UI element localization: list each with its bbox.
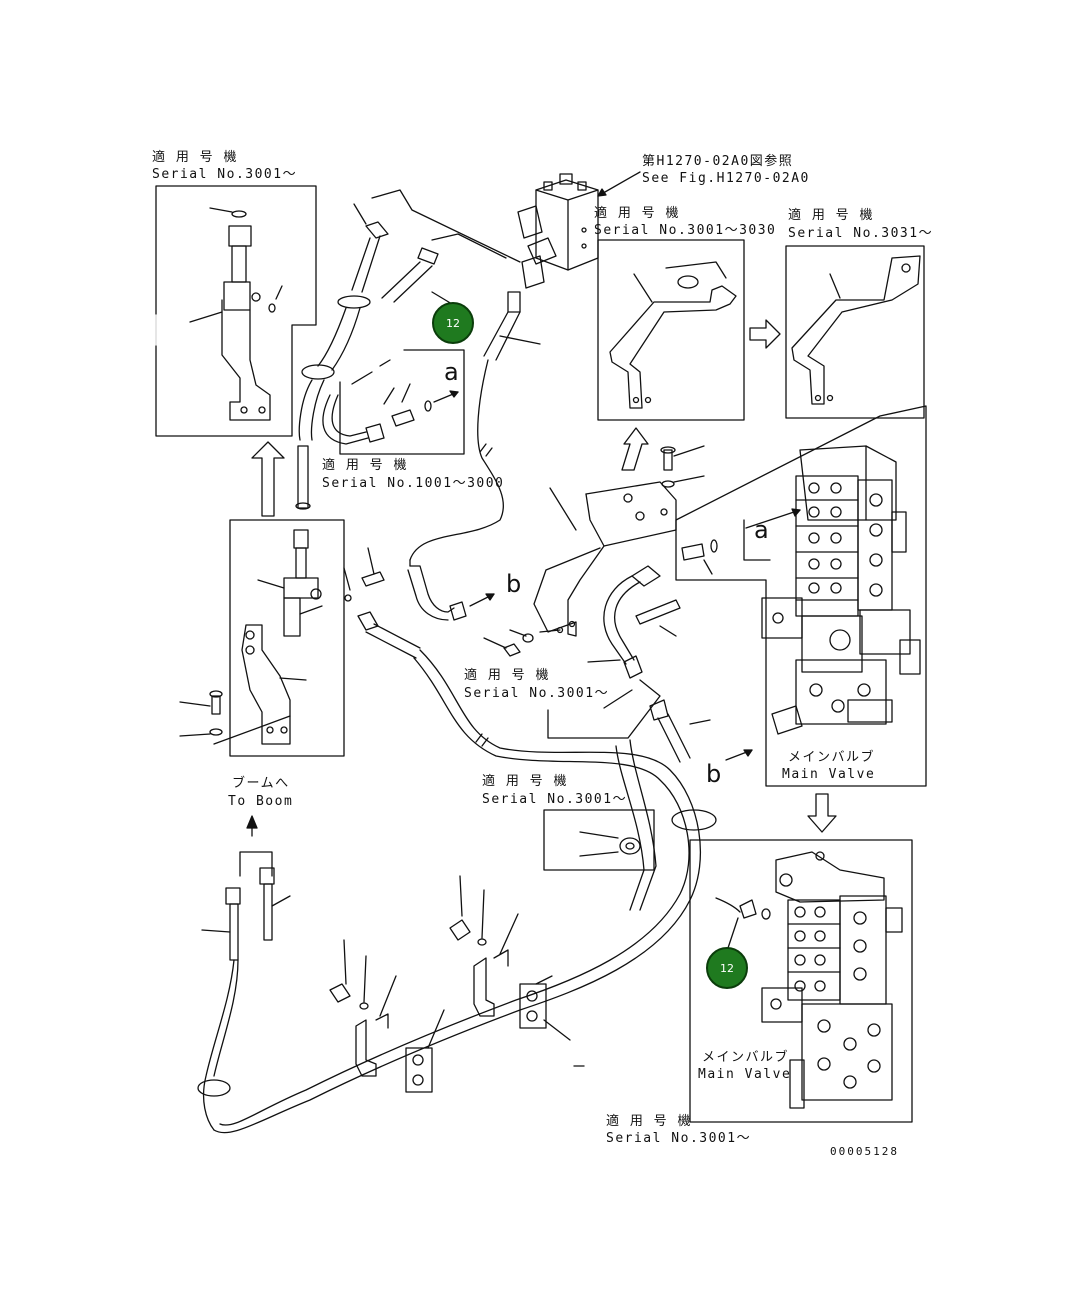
hose-long [214, 612, 700, 1133]
part-callout-12-top[interactable]: 12 [432, 302, 474, 344]
part-callout-12-bottom[interactable]: 12 [706, 947, 748, 989]
bracket-3001-3030 [610, 262, 736, 408]
serial-label-en-1001-3000: Serial No.1001～3000 [322, 476, 505, 491]
marker-b-valve: b [706, 760, 722, 788]
arrow-up-bracket [622, 428, 648, 470]
serial-label-en-top-left: Serial No.3001～ [152, 167, 298, 182]
serial-label-jp-low: 適 用 号 機 [482, 774, 568, 789]
arrow-up-left [252, 442, 284, 516]
serial-label-en-3001-3030: Serial No.3001～3030 [594, 223, 777, 238]
serial-label-en-mid: Serial No.3001～ [464, 686, 610, 701]
inset-frame-top-left [156, 186, 316, 436]
marker-a-hose: a [444, 358, 459, 386]
inset-frame-main-valve-upper [676, 406, 926, 786]
serial-label-en-3031: Serial No.3031～ [788, 226, 934, 241]
serial-label-jp-mid: 適 用 号 機 [464, 668, 550, 683]
drawing-number: 00005128 [830, 1145, 899, 1158]
serial-label-en-low: Serial No.3001～ [482, 792, 628, 807]
inset-frame-3001-3030 [598, 240, 744, 420]
hose-a-detail [323, 360, 458, 444]
serial-label-jp-3031: 適 用 号 機 [788, 208, 874, 223]
hoses-top [299, 190, 540, 566]
inset-frame-main-valve-lower [690, 840, 912, 1122]
bracket-mid-left [180, 446, 384, 744]
main-valve-upper [682, 446, 920, 734]
main-valve-lower [716, 852, 902, 1108]
boom-hoses [198, 816, 290, 1130]
serial-label-en-bottom: Serial No.3001～ [606, 1131, 752, 1146]
main-valve-label-jp-lower: メインバルブ [702, 1050, 790, 1065]
inset-frame-3031 [786, 246, 924, 418]
to-boom-label-en: To Boom [228, 794, 294, 809]
to-boom-label-jp: ブームへ [232, 776, 290, 791]
inset-frame-a [340, 350, 464, 454]
marker-a-valve: a [754, 516, 769, 544]
inset-frame-low-center [544, 810, 654, 870]
grommet-low [580, 832, 640, 856]
hoses-center [588, 566, 752, 910]
serial-label-jp-3001-3030: 適 用 号 機 [594, 206, 680, 221]
bracket-3031 [792, 256, 920, 404]
arrow-down-main-valve [808, 794, 836, 832]
serial-label-jp-bottom: 適 用 号 機 [606, 1114, 692, 1129]
see-fig-label-en: See Fig.H1270-02A0 [642, 171, 810, 186]
inset-frame-mid-center [548, 680, 660, 738]
serial-label-jp-1001-3000: 適 用 号 機 [322, 458, 408, 473]
see-fig-label-jp: 第H1270-02A0図参照 [642, 154, 794, 169]
clamps-bottom [330, 876, 584, 1092]
bracket-center [484, 446, 704, 656]
marker-b-hose: b [506, 570, 522, 598]
main-valve-label-en-upper: Main Valve [782, 767, 876, 782]
inset-frame-mid-left [230, 520, 344, 756]
main-valve-label-en-lower: Main Valve [698, 1067, 792, 1082]
arrow-right-bracket [750, 320, 780, 348]
bracket-top-left [190, 208, 282, 420]
serial-label-jp-top-left: 適 用 号 機 [152, 150, 238, 165]
main-valve-label-jp-upper: メインバルブ [788, 750, 876, 765]
hose-b [408, 566, 494, 620]
